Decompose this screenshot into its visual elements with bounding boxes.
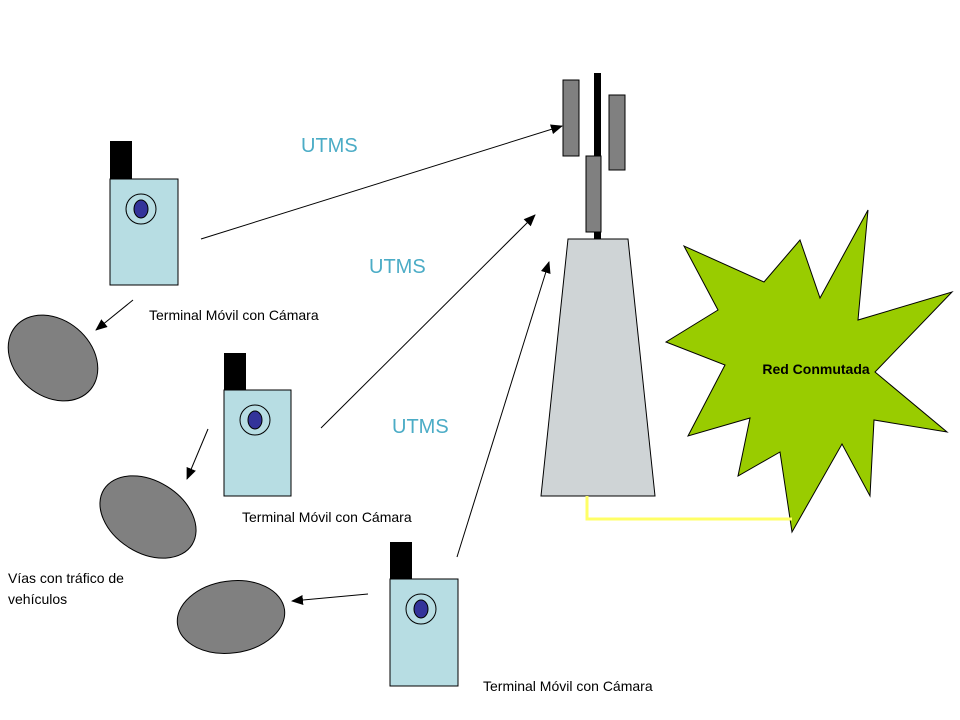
roads-caption-line-1: Vías con tráfico de bbox=[8, 570, 124, 586]
antenna-panel-right bbox=[608, 94, 626, 171]
road-icon bbox=[99, 475, 197, 559]
network-burst bbox=[664, 209, 954, 534]
mobile-phone-icon bbox=[109, 141, 179, 286]
utms-label-1: UTMS bbox=[301, 135, 358, 157]
camera-ring bbox=[239, 404, 271, 436]
antenna-panel-center bbox=[585, 155, 602, 233]
terminal-caption-2: Terminal Móvil con Cámara bbox=[242, 509, 412, 525]
mobile-phone-icon bbox=[223, 353, 292, 497]
camera-ring bbox=[405, 593, 437, 625]
phone-antenna bbox=[390, 542, 412, 579]
switched-network-icon: Red Conmutada bbox=[664, 209, 954, 534]
camera-lens-icon bbox=[413, 599, 429, 619]
road-icon bbox=[176, 580, 286, 654]
phone-body bbox=[223, 389, 292, 497]
network-label: Red Conmutada bbox=[762, 361, 870, 377]
tower-base bbox=[540, 238, 656, 497]
utms-link-arrow-2 bbox=[320, 214, 536, 429]
cell-tower-icon bbox=[540, 73, 656, 497]
camera-ring bbox=[125, 193, 157, 225]
roads-caption-line-2: vehículos bbox=[8, 591, 67, 607]
road-icon bbox=[7, 314, 99, 402]
camera-view-arrow-1 bbox=[95, 299, 134, 331]
terminal-caption-3: Terminal Móvil con Cámara bbox=[483, 678, 653, 694]
utms-label-2: UTMS bbox=[369, 256, 426, 278]
utms-label-3: UTMS bbox=[392, 416, 449, 438]
camera-view-arrow-2 bbox=[186, 428, 209, 480]
phone-body bbox=[109, 178, 179, 286]
network-link-cable bbox=[585, 496, 792, 521]
utms-link-arrow-3 bbox=[456, 261, 551, 558]
phone-antenna bbox=[224, 353, 246, 390]
camera-lens-icon bbox=[247, 410, 263, 430]
phone-body bbox=[389, 578, 459, 687]
camera-lens-icon bbox=[133, 199, 149, 219]
antenna-panel-left bbox=[562, 79, 580, 157]
utms-link-arrow-1 bbox=[200, 124, 563, 240]
terminal-caption-1: Terminal Móvil con Cámara bbox=[149, 307, 319, 323]
phone-antenna bbox=[110, 141, 132, 179]
mobile-phone-icon bbox=[389, 542, 459, 687]
camera-view-arrow-3 bbox=[291, 593, 369, 605]
